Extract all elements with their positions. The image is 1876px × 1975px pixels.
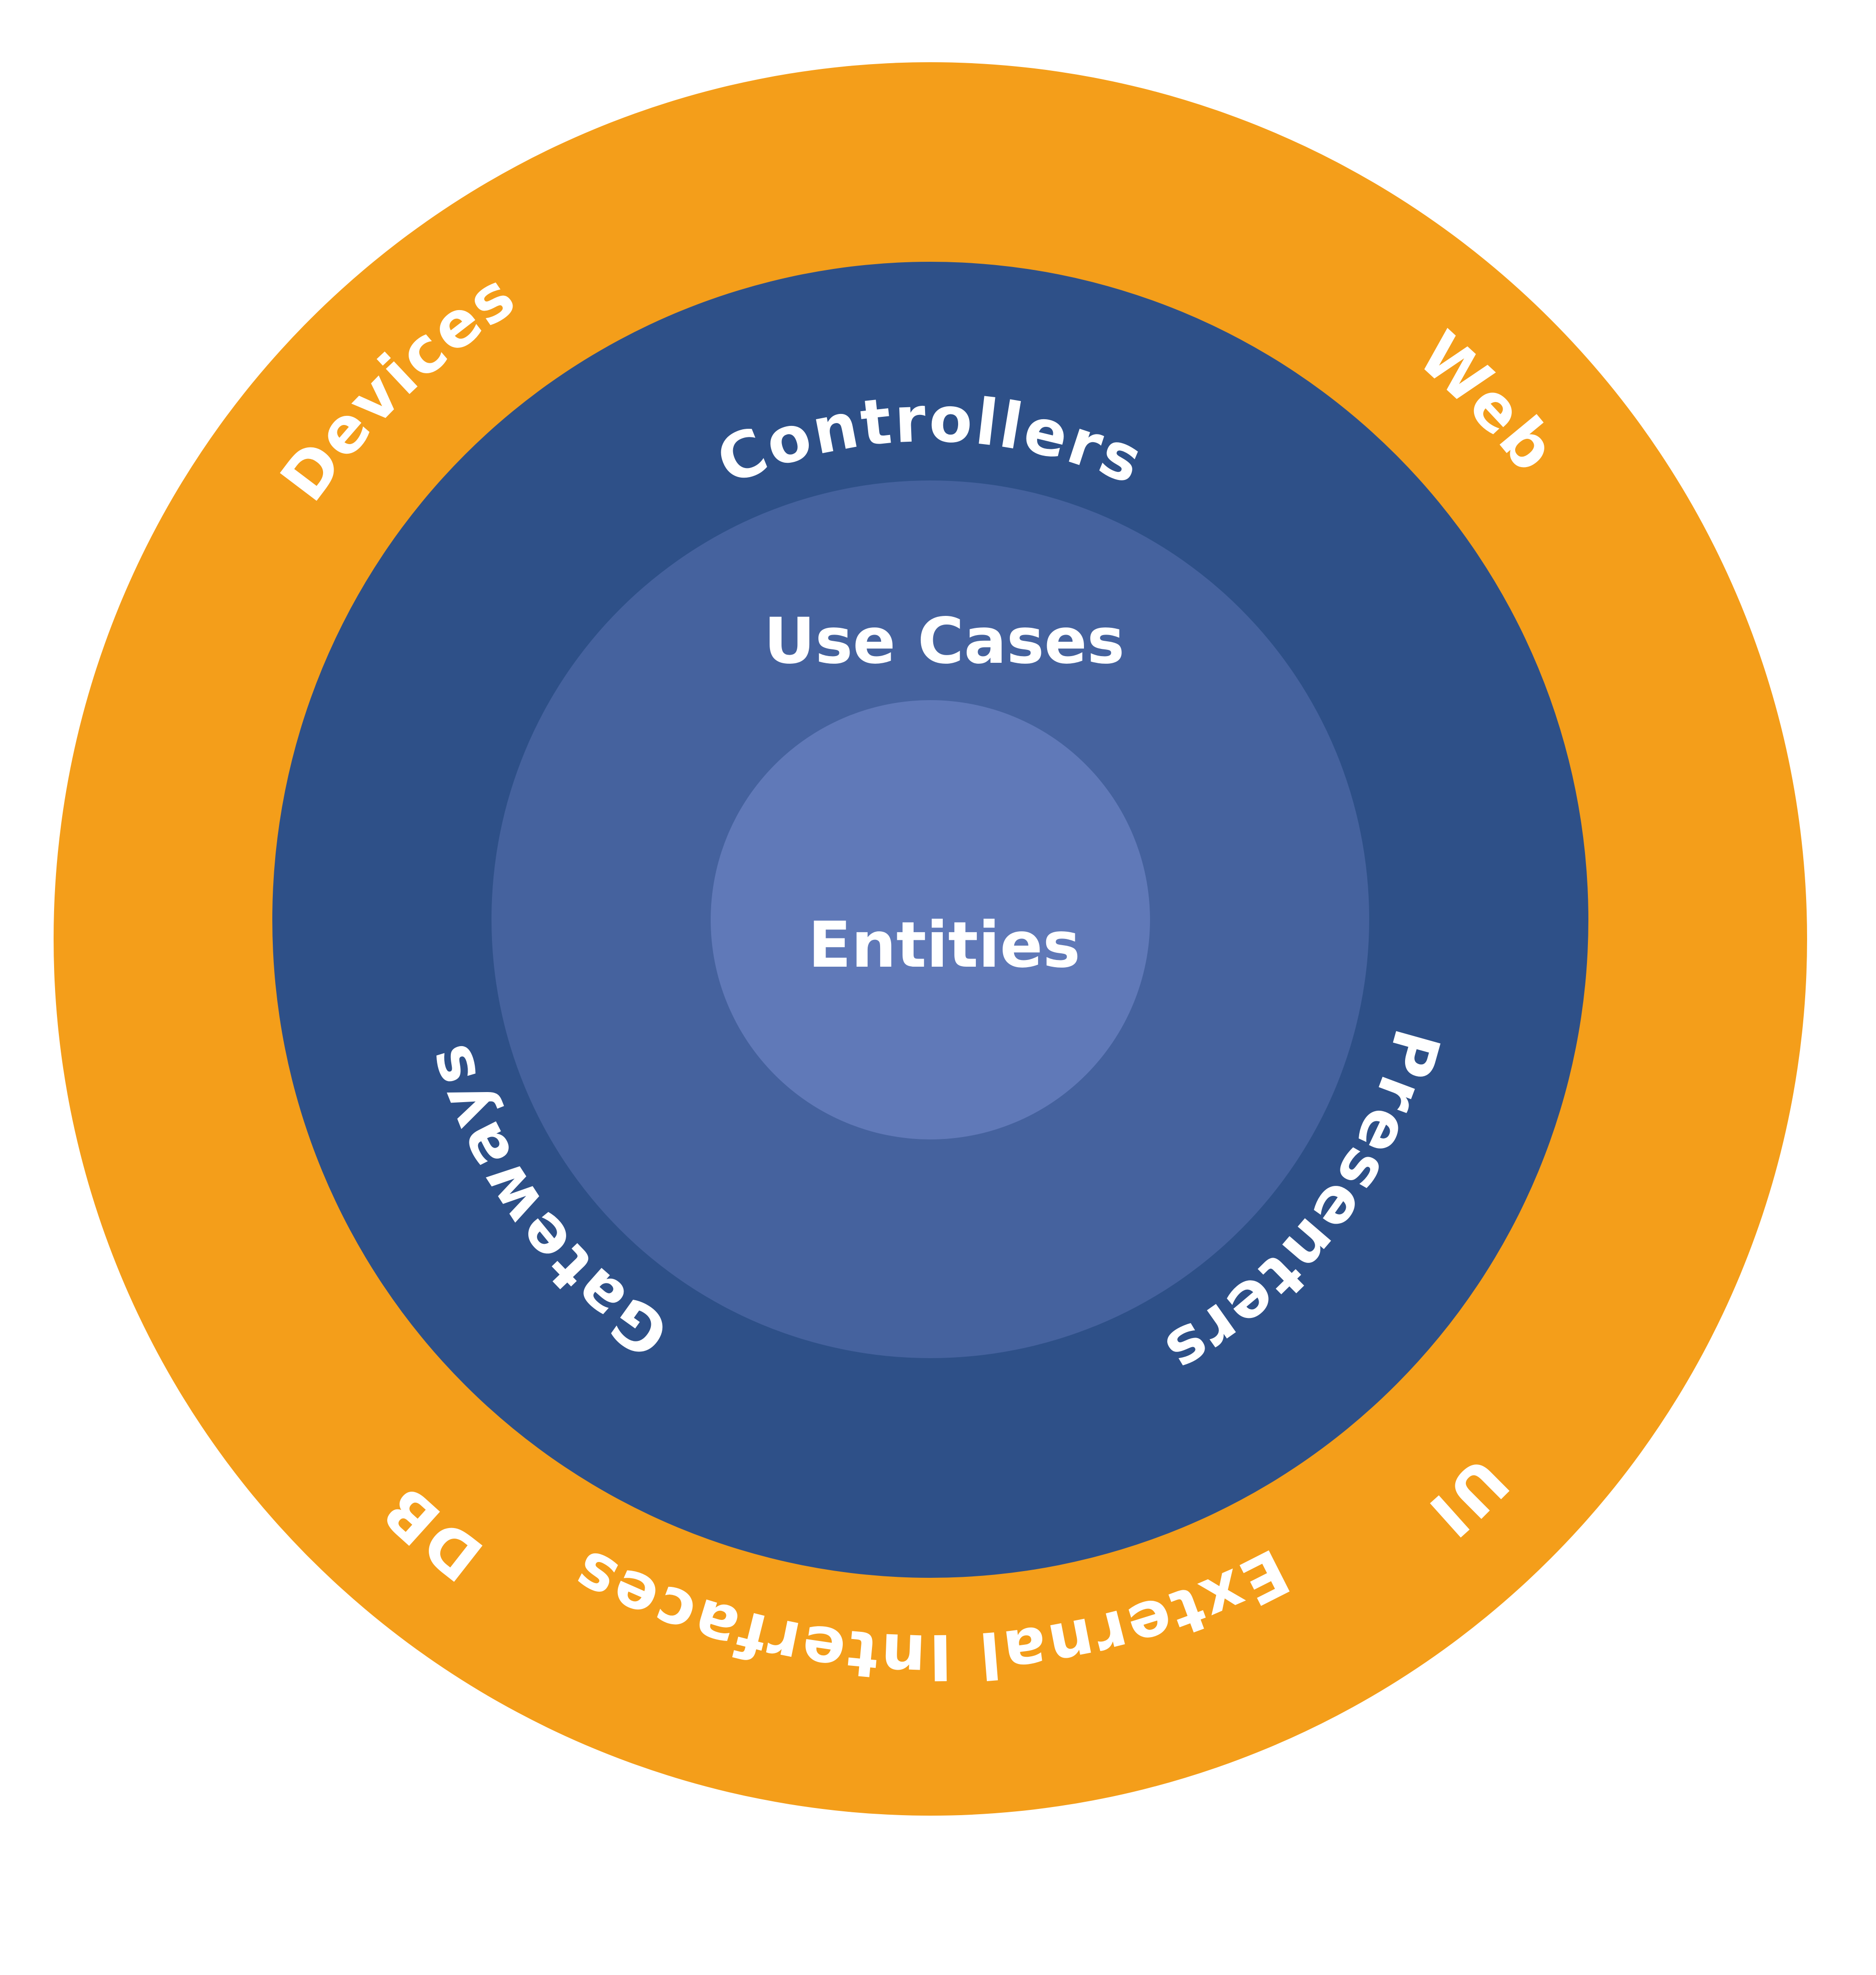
entities-label: Entities (808, 908, 1081, 982)
entities-core (711, 700, 1150, 1139)
use-cases-label: Use Cases (764, 604, 1125, 678)
